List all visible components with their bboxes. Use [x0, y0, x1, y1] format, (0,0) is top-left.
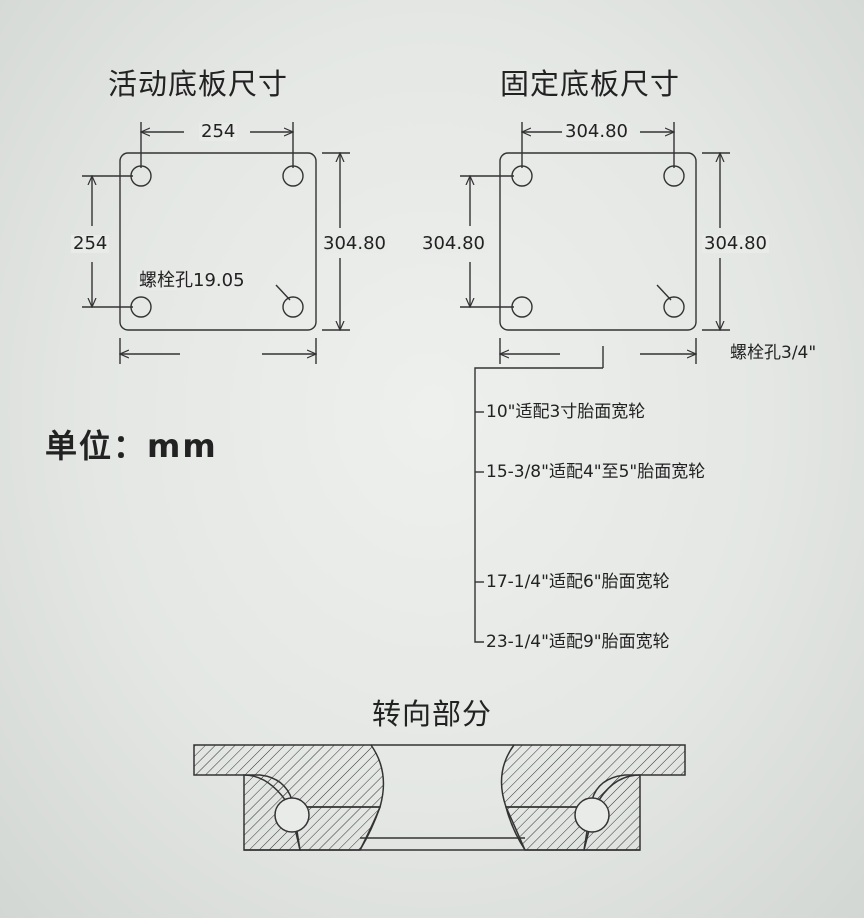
- movable-bolt-hole-top-right: [282, 165, 304, 187]
- movable-bolt-hole-bottom-left: [130, 296, 152, 318]
- bearing-ball-right: [574, 797, 610, 833]
- fixed-plate-title: 固定底板尺寸: [500, 67, 681, 101]
- fixed-bolt-hole-top-left: [511, 165, 533, 187]
- fit-option-3: 17-1/4"适配6"胎面宽轮: [486, 572, 670, 592]
- fixed-bolt-hole-bottom-left: [511, 296, 533, 318]
- movable-plate-outline: [119, 152, 317, 331]
- swivel-bottom-plate: [244, 806, 640, 851]
- unit-label: 单位：mm: [45, 427, 218, 465]
- swivel-section-title: 转向部分: [372, 697, 493, 731]
- bearing-ball-left: [274, 797, 310, 833]
- fit-option-1: 10"适配3寸胎面宽轮: [486, 402, 646, 422]
- movable-height-right-label: 304.80: [321, 233, 388, 254]
- fit-option-4: 23-1/4"适配9"胎面宽轮: [486, 632, 670, 652]
- movable-plate: [82, 122, 350, 364]
- movable-bolt-hole-label: 螺栓孔19.05: [137, 270, 247, 291]
- fixed-width-top-label: 304.80: [563, 121, 630, 142]
- movable-bolt-hole-top-left: [130, 165, 152, 187]
- fit-options-bracket: [474, 367, 603, 643]
- movable-width-top-label: 254: [199, 121, 238, 142]
- fixed-height-left-label: 304.80: [420, 233, 487, 254]
- fixed-bolt-hole-top-right: [663, 165, 685, 187]
- movable-plate-title: 活动底板尺寸: [108, 67, 289, 101]
- fixed-plate: [460, 122, 730, 643]
- fixed-plate-outline: [499, 152, 697, 331]
- fixed-height-right-label: 304.80: [702, 233, 769, 254]
- fixed-bolt-hole-bottom-right: [663, 296, 685, 318]
- movable-bolt-hole-bottom-right: [282, 296, 304, 318]
- swivel-section-drawing: [193, 744, 686, 851]
- fit-option-2: 15-3/8"适配4"至5"胎面宽轮: [486, 462, 706, 482]
- movable-height-left-label: 254: [71, 233, 110, 254]
- fixed-bolt-hole-label: 螺栓孔3/4": [730, 343, 817, 363]
